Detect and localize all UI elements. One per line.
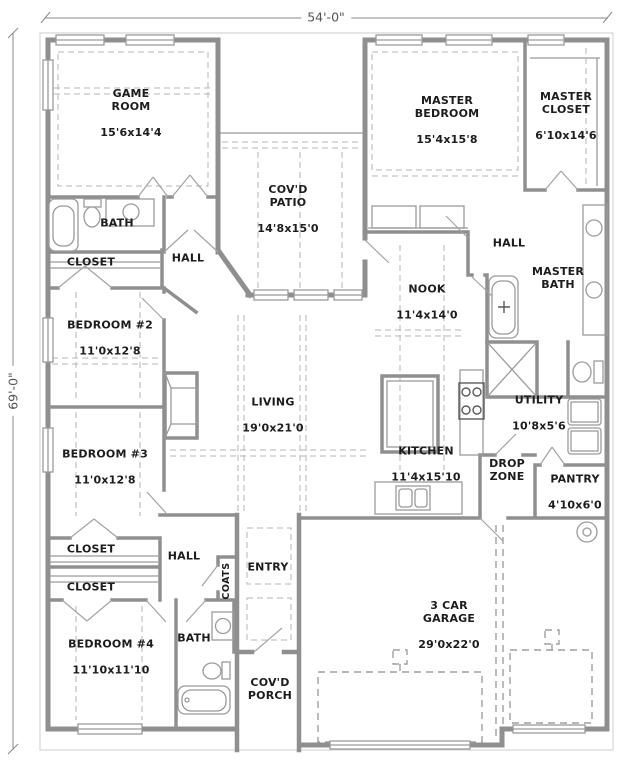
door-swings: [57, 170, 579, 653]
room-label-hall-right: HALL: [492, 236, 526, 250]
room-label-entry: ENTRY: [247, 560, 289, 574]
ceiling-dashed-lines: [52, 48, 587, 720]
room-label-game-room: GAME ROOM 15'6x14'4: [100, 87, 162, 139]
interior-walls: [46, 38, 609, 731]
room-label-pantry: PANTRY 4'10x6'0: [548, 472, 602, 512]
utility-fixtures: [567, 398, 602, 543]
room-label-hall-lower: HALL: [167, 549, 201, 563]
room-label-kitchen: KITCHEN 11'4x15'10: [391, 444, 461, 484]
room-label-master-closet: MASTER CLOSET 6'10x14'6: [535, 90, 597, 142]
room-label-bedroom-2: BEDROOM #2 11'0x12'8: [67, 318, 153, 358]
dimension-width-label: 54'-0": [301, 9, 351, 25]
kitchen-island: [380, 374, 440, 454]
room-label-bedroom-4: BEDROOM #4 11'10x11'10: [68, 637, 154, 677]
windows: [42, 34, 586, 750]
room-label-living: LIVING 19'0x21'0: [242, 395, 304, 435]
entry-porch-walls: [234, 512, 302, 753]
room-label-bedroom-3: BEDROOM #3 11'0x12'8: [62, 447, 148, 487]
slab-outline: [39, 32, 614, 751]
room-label-master-bath: MASTER BATH: [531, 265, 585, 291]
shower: [485, 340, 539, 399]
garage-dashed-lines: [317, 525, 593, 743]
master-bath-fixtures: [488, 204, 608, 384]
room-label-bath-upper: BATH: [100, 216, 134, 230]
cooktop: [458, 382, 485, 420]
room-label-closet-upper: CLOSET: [66, 255, 116, 269]
room-label-closet-lower-2: CLOSET: [66, 580, 116, 594]
room-label-covd-porch: COV'D PORCH: [247, 676, 293, 702]
room-label-coats: COATS: [221, 562, 233, 600]
kitchen-counters: [374, 369, 484, 515]
room-label-utility: UTILITY 10'8x5'6: [512, 393, 566, 433]
upper-bath-fixtures: [48, 198, 155, 252]
room-label-covd-patio: COV'D PATIO 14'8x15'0: [257, 183, 319, 235]
room-label-nook: NOOK 11'4x14'0: [396, 282, 458, 322]
fireplace: [163, 371, 199, 440]
room-label-bath-lower: BATH: [177, 631, 211, 645]
dimension-height-label: 69'-0": [5, 366, 21, 416]
room-label-garage: 3 CAR GARAGE 29'0x22'0: [418, 599, 480, 651]
room-label-drop-zone: DROP ZONE: [489, 457, 525, 483]
room-label-closet-lower-1: CLOSET: [66, 542, 116, 556]
room-label-hall-upper: HALL: [171, 251, 205, 265]
built-ins: [50, 57, 600, 583]
room-label-master-bedroom: MASTER BEDROOM 15'4x15'8: [414, 94, 480, 146]
lower-bath-fixtures: [177, 611, 235, 715]
